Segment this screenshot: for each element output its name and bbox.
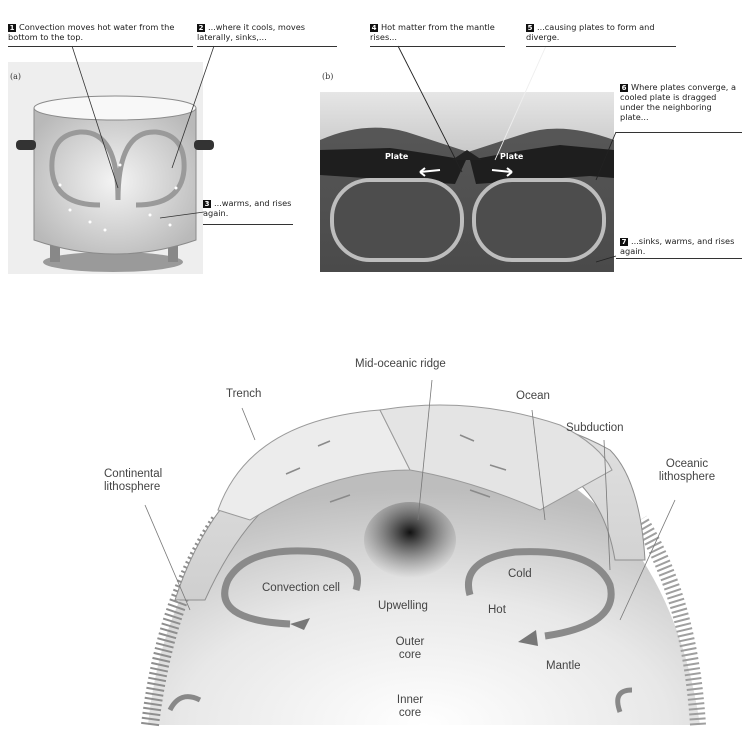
trench-label: Trench <box>226 388 261 401</box>
callout-number: 2 <box>197 24 205 32</box>
callout-number: 6 <box>620 84 628 92</box>
callout-underline <box>8 46 193 47</box>
callout-7: 7...sinks, warms, and rises again. <box>620 236 742 256</box>
callout-number: 4 <box>370 24 378 32</box>
callout-text: ...warms, and rises again. <box>203 198 291 218</box>
plate-label-right: Plate <box>500 152 523 161</box>
callout-text: ...sinks, warms, and rises again. <box>620 236 734 256</box>
panel-a-tag: (a) <box>10 72 21 81</box>
plate-label-left: Plate <box>385 152 408 161</box>
continental-lithosphere-label: Continental lithosphere <box>104 468 184 494</box>
callout-3: 3...warms, and rises again. <box>203 198 293 218</box>
inner-core-label: Inner core <box>390 694 430 720</box>
outer-core-label: Outer core <box>388 636 432 662</box>
hot-label: Hot <box>488 604 506 617</box>
callout-underline <box>616 132 742 133</box>
callout-5: 5...causing plates to form and diverge. <box>526 22 676 42</box>
callout-text: ...where it cools, moves laterally, sink… <box>197 22 305 42</box>
callout-number: 5 <box>526 24 534 32</box>
callout-text: ...causing plates to form and diverge. <box>526 22 655 42</box>
callout-underline <box>370 46 505 47</box>
upwelling-label: Upwelling <box>378 600 428 613</box>
callout-text: Hot matter from the mantle rises... <box>370 22 495 42</box>
callout-number: 7 <box>620 238 628 246</box>
callout-underline <box>197 46 337 47</box>
callout-2: 2...where it cools, moves laterally, sin… <box>197 22 337 42</box>
convection-cell-label: Convection cell <box>262 582 340 595</box>
callout-text: Convection moves hot water from the bott… <box>8 22 174 42</box>
ocean-label: Ocean <box>516 390 550 403</box>
callout-number: 3 <box>203 200 211 208</box>
cold-label: Cold <box>508 568 532 581</box>
callout-number: 1 <box>8 24 16 32</box>
callout-underline <box>203 224 293 225</box>
callout-text: Where plates converge, a cooled plate is… <box>620 82 736 122</box>
callout-underline <box>526 46 676 47</box>
mantle-label: Mantle <box>546 660 581 673</box>
callout-underline <box>616 258 742 259</box>
pot-illustration <box>8 46 214 274</box>
panel-b-tag: (b) <box>322 72 333 81</box>
oceanic-lithosphere-label: Oceanic lithosphere <box>652 458 722 484</box>
plate-section-illustration <box>320 46 616 272</box>
subduction-label: Subduction <box>566 422 624 435</box>
mid-ocean-ridge-label: Mid-oceanic ridge <box>355 358 446 371</box>
